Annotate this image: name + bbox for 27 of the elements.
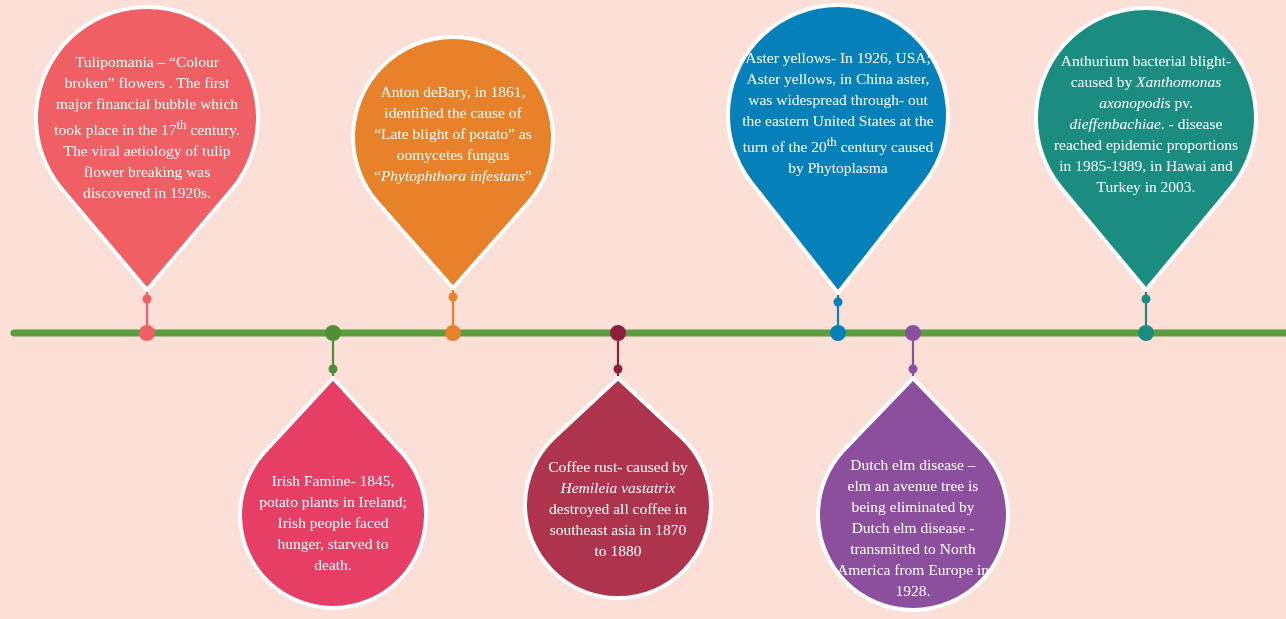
teardrop-callout <box>351 35 555 290</box>
callout-text: Anthurium bacterial blight- caused by Xanthomonas axonopodis pv. dieffenbachiae. - disease reached epidemic proportions in 1985-1989, in Hawai and Turkey in 2003. <box>1052 51 1240 197</box>
connector-stem <box>328 341 338 376</box>
timeline-dot <box>905 325 921 341</box>
callout-text: Tulipomania – “Colour broken” flowers . The first major financial bubble which took place in the 17$^{th}$ century. The viral aetiology of tulip flower breaking was discovered in 1920s. <box>53 52 241 204</box>
callout-text: Aster yellows- In 1926, USA; Aster yellows, in China aster, was widespread through- out the eastern United States at the turn of the 20$^{th}$ century caused by Phytoplasma <box>741 48 935 179</box>
timeline-dot <box>325 325 341 341</box>
connector-stem <box>1141 292 1151 325</box>
timeline-dot <box>139 325 155 341</box>
connector-stem <box>833 295 843 325</box>
teardrop-callout <box>34 5 260 292</box>
callout-text: Anton deBary, in 1861, identified the cause of “Late blight of potato” as oomycetes fungus “Phytophthora infestans” <box>373 82 533 186</box>
teardrop-callout <box>1034 6 1258 292</box>
connector-stem <box>908 341 918 376</box>
teardrop-callout <box>726 3 950 295</box>
connector-stem <box>142 292 152 325</box>
timeline-dot <box>830 325 846 341</box>
connector-stem <box>613 341 623 376</box>
teardrop-callout <box>523 376 713 600</box>
timeline-dot <box>1138 325 1154 341</box>
teardrop-callout <box>816 376 1010 612</box>
timeline-dot <box>610 325 626 341</box>
teardrop-callout <box>238 376 428 610</box>
callout-text: Irish Famine- 1845, potato plants in Ireland; Irish people faced hunger, starved to death. <box>258 471 408 575</box>
callout-text: Coffee rust- caused by Hemileia vastatrix destroyed all coffee in southeast asia in 1870 to 1880 <box>547 457 689 561</box>
connector-stem <box>448 290 458 325</box>
timeline-dot <box>445 325 461 341</box>
